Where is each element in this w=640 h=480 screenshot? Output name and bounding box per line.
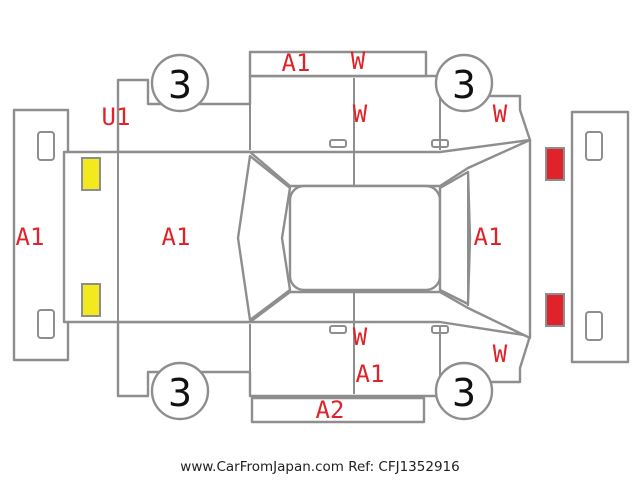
tire-front-bottom: 3 [150,361,210,421]
damage-code-hood: A1 [162,223,191,251]
damage-code-trunk: A1 [474,223,503,251]
taillight-left [545,147,565,181]
taillight-right [545,293,565,327]
damage-code-bottom-rear-fender: W [493,340,508,368]
damage-code-bottom-door-front: W [353,323,368,351]
tire-number: 3 [452,63,476,107]
roof-panel [288,184,442,292]
headlight-left [81,157,101,191]
damage-code-top-side: A1 [282,49,311,77]
damage-code-bottom-sill: A2 [316,396,345,424]
windshield [236,154,292,322]
tire-number: 3 [452,371,476,415]
car-top-side-profile [116,50,532,185]
tire-rear-top: 3 [434,53,494,113]
rear-window [438,170,472,306]
tire-number: 3 [168,371,192,415]
damage-code-top-door-front: W [353,100,368,128]
damage-code-front-corner: U1 [102,103,131,131]
damage-code-top-side-w: W [351,47,366,75]
tire-rear-bottom: 3 [434,361,494,421]
headlight-right [81,283,101,317]
tire-number: 3 [168,63,192,107]
damage-code-top-door-rear: W [493,100,508,128]
front-bumper-panel [12,108,70,362]
tire-front-top: 3 [150,53,210,113]
rear-bumper-panel [570,110,630,364]
damage-code-bottom-door-rear: A1 [356,360,385,388]
credit-reference: www.CarFromJapan.com Ref: CFJ1352916 [180,459,459,475]
damage-code-front-bumper: A1 [16,223,45,251]
